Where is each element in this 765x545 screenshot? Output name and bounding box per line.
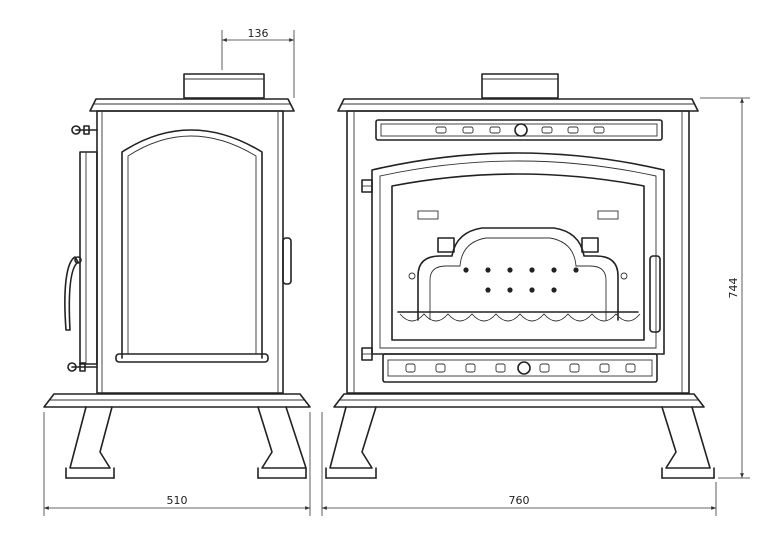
dimension-flue-offset: 136 (221, 27, 295, 98)
door-hinge-bottom-icon (361, 347, 373, 361)
side-view (43, 73, 311, 479)
side-air-knob-bottom-icon (67, 362, 98, 372)
dimension-depth: 510 (43, 412, 311, 516)
dimension-width: 760 (321, 412, 717, 516)
side-base-legs (43, 393, 311, 479)
door-hinge-top-icon (361, 179, 373, 193)
front-body (346, 110, 690, 394)
front-top-plate (337, 98, 699, 112)
side-body (96, 110, 284, 394)
dimension-flue-offset-label: 136 (248, 27, 269, 40)
dimension-height: 744 (700, 97, 750, 479)
dimension-width-label: 760 (509, 494, 530, 507)
dimension-height-label: 744 (727, 278, 740, 299)
side-air-knob-top-icon (71, 125, 98, 135)
top-air-slider (375, 119, 663, 141)
grate-bars (397, 311, 641, 322)
front-view (325, 73, 715, 479)
ashpan-knob-icon (517, 361, 531, 375)
front-flue-collar (481, 73, 559, 99)
grate (417, 227, 619, 321)
dimension-depth-label: 510 (167, 494, 188, 507)
grate-dots (463, 267, 579, 293)
side-top-plate (89, 98, 295, 112)
side-arched-panel (115, 129, 269, 363)
top-air-knob-icon (514, 123, 528, 137)
ashpan-strip (382, 353, 658, 383)
front-door-handle-icon (649, 255, 661, 333)
side-door-edge (79, 151, 98, 365)
front-door (371, 152, 665, 355)
side-flue-collar (183, 73, 265, 99)
front-base-legs (325, 393, 715, 479)
firebox-interior (408, 210, 628, 280)
side-door-handle-icon (64, 256, 82, 331)
side-rear-vent (282, 237, 292, 285)
